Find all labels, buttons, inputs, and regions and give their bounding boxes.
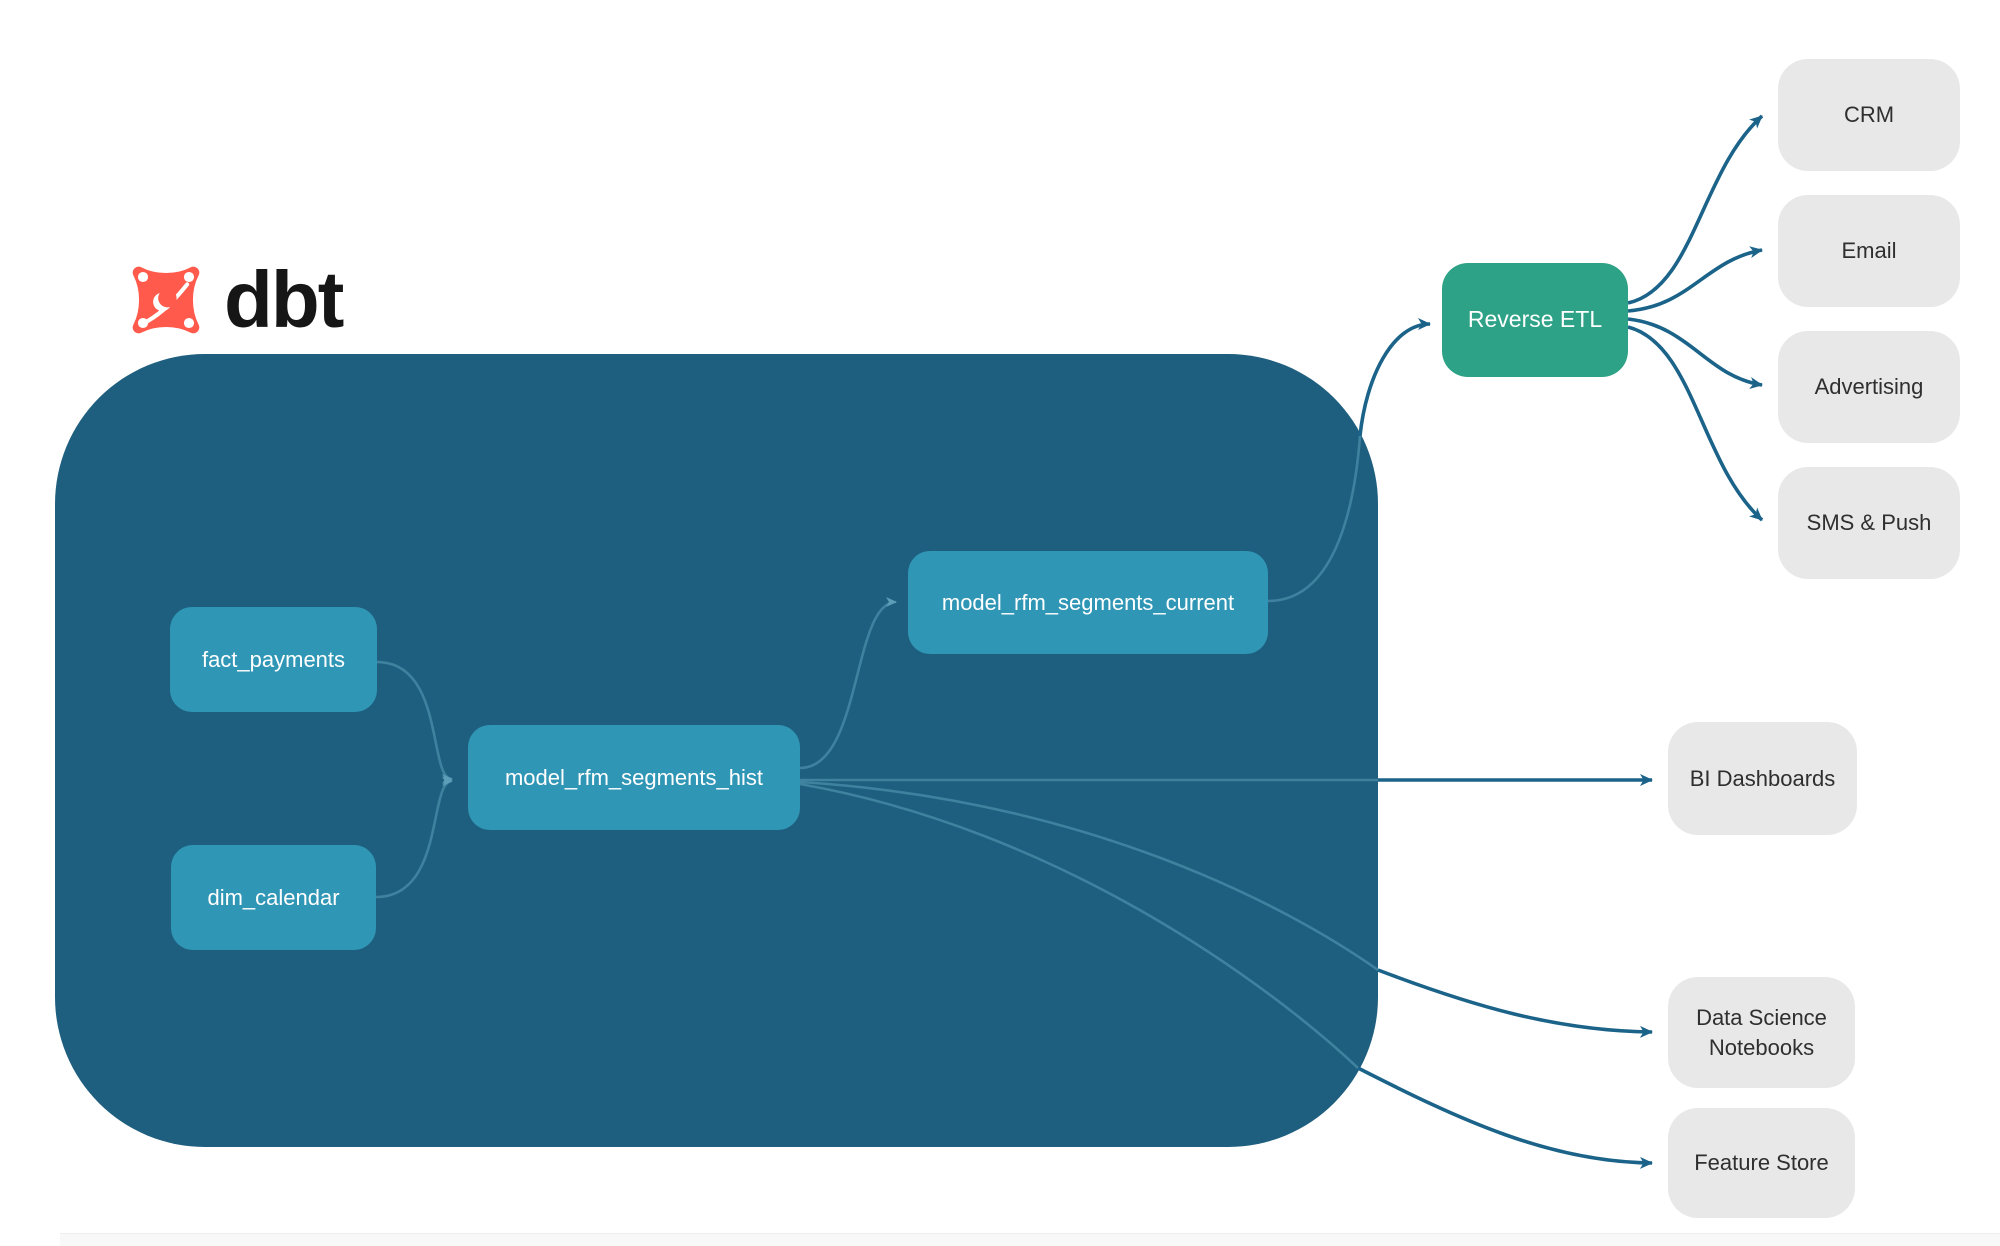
node-reverse-etl: Reverse ETL <box>1442 263 1628 377</box>
node-data-science-notebooks: Data Science Notebooks <box>1668 977 1855 1088</box>
edge-hist-to-fs <box>1357 1066 1653 1169</box>
node-model-rfm-segments-hist: model_rfm_segments_hist <box>468 725 800 830</box>
node-advertising: Advertising <box>1778 331 1960 443</box>
node-fact-payments: fact_payments <box>170 607 377 712</box>
edge-retl-to-sms <box>1627 325 1764 522</box>
edge-retl-to-email <box>1627 246 1763 313</box>
edge-current-to-retl <box>1358 318 1431 437</box>
node-crm: CRM <box>1778 59 1960 171</box>
node-feature-store: Feature Store <box>1668 1108 1855 1218</box>
node-sms-push: SMS & Push <box>1778 467 1960 579</box>
edge-retl-to-crm <box>1627 114 1764 305</box>
node-model-rfm-segments-current: model_rfm_segments_current <box>908 551 1268 654</box>
bottom-section-edge <box>60 1233 2000 1246</box>
node-bi-dashboards: BI Dashboards <box>1668 722 1857 835</box>
edge-retl-to-advertising <box>1627 317 1763 390</box>
dbt-wordmark: dbt <box>224 255 344 344</box>
node-email: Email <box>1778 195 1960 307</box>
dbt-logo-icon <box>132 266 200 334</box>
node-dim-calendar: dim_calendar <box>171 845 376 950</box>
dbt-logo: dbt <box>118 254 344 346</box>
edge-hist-to-ds <box>1377 968 1653 1038</box>
